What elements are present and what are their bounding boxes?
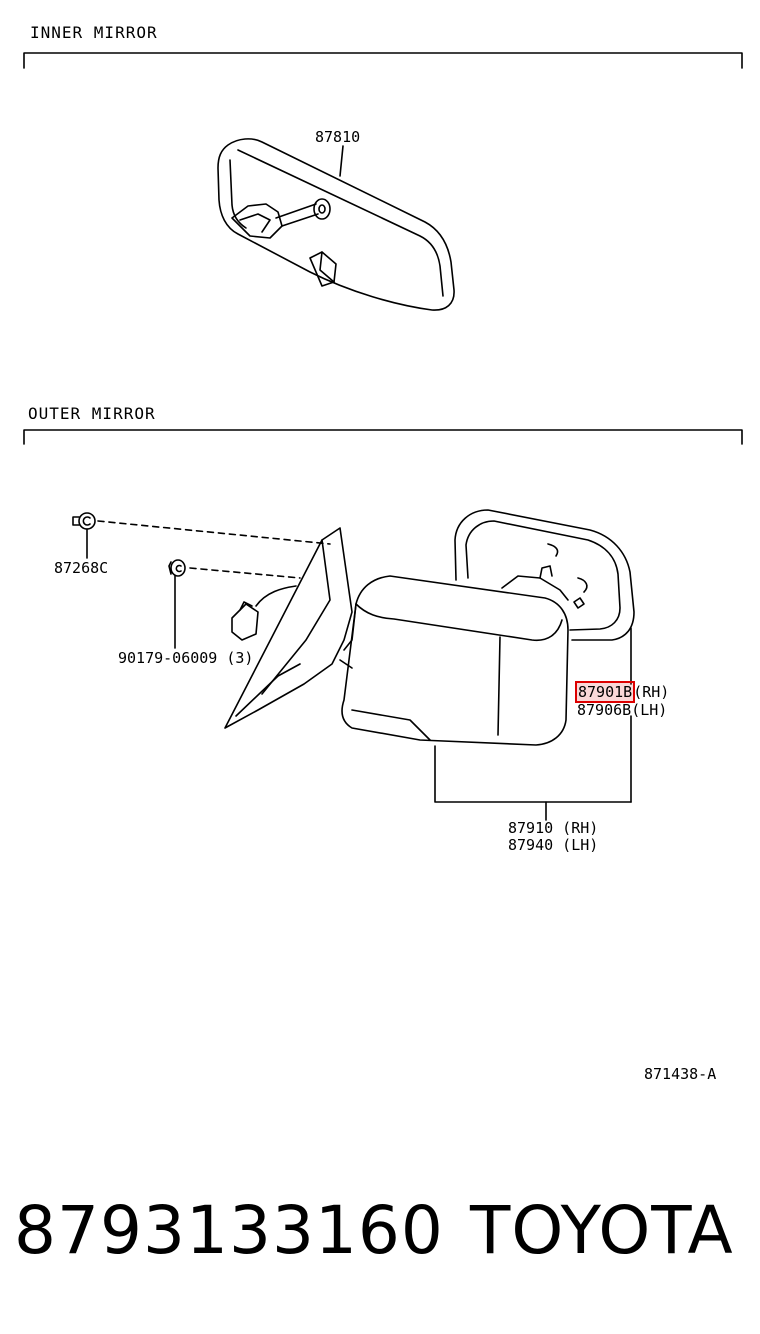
mirror-glass-rh-row: 87901B(RH) [574,681,670,703]
part-87268c-label[interactable]: 87268C [54,559,109,577]
inner-mirror-section-title: INNER MIRROR [30,23,158,42]
diagram-code: 871438-A [644,1065,717,1083]
mirror-glass-lh-row: 87906B(LH) [577,702,667,719]
part-87906b-label[interactable]: 87906B [577,701,632,719]
outer-mirror-drawing [72,509,635,821]
part-87901b-label[interactable]: 87901B [574,681,636,703]
part-87940-label[interactable]: 87940 (LH) [508,836,599,854]
part-87810-label[interactable]: 87810 [315,128,361,146]
footer-brand: TOYOTA [470,1192,734,1269]
outer-section-bracket [23,429,743,445]
inner-mirror-drawing [217,138,455,311]
inner-section-bracket [23,52,743,69]
part-90179-label[interactable]: 90179-06009 (3) [118,649,254,667]
part-87910-label[interactable]: 87910 (RH) [508,819,599,837]
rh-side-label: (RH) [633,683,670,701]
footer-part-number: 8793133160 [14,1192,444,1269]
outer-mirror-section-title: OUTER MIRROR [28,404,156,423]
lh-side-label: (LH) [631,701,668,719]
